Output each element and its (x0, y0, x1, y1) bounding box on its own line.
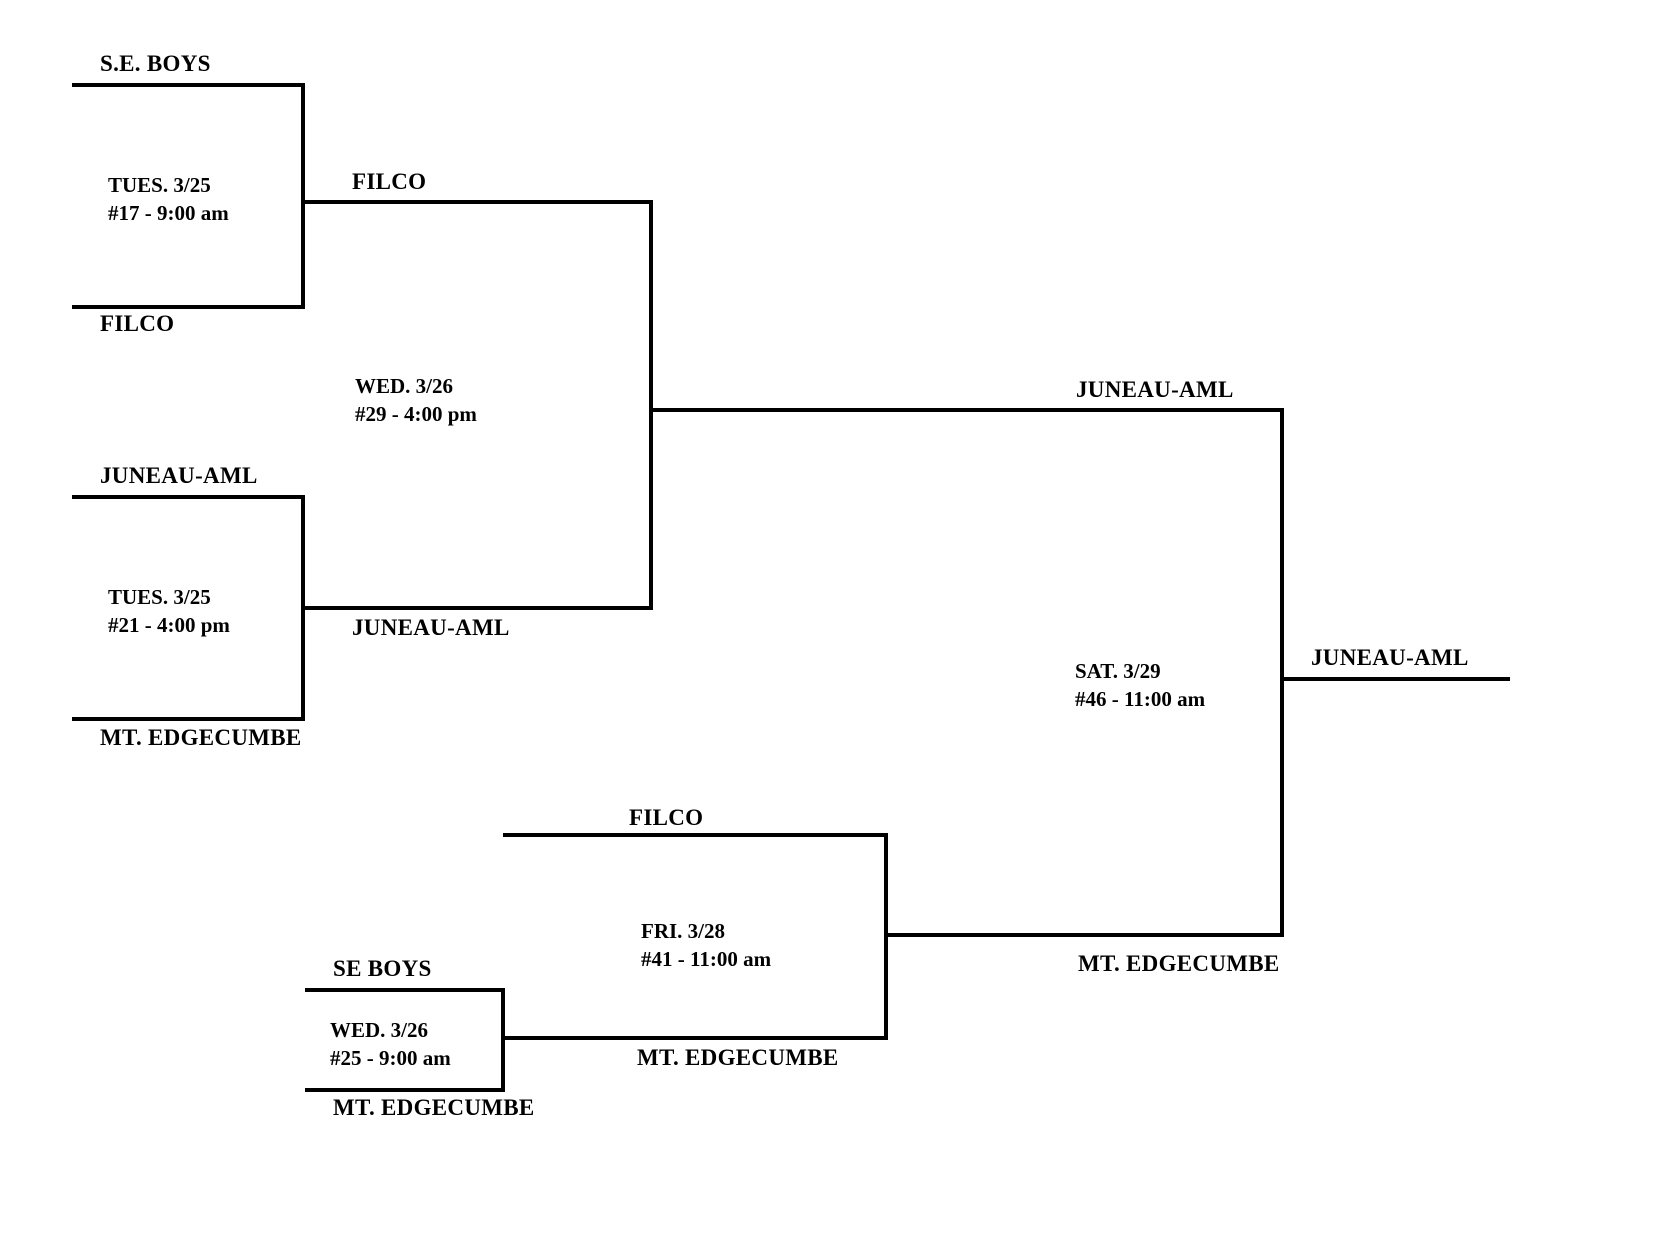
game-29-detail: #29 - 4:00 pm (355, 401, 477, 426)
team-label-game-29-bottom: JUNEAU-AML (352, 615, 510, 640)
game-41-date: FRI. 3/28 (641, 919, 725, 943)
game-17-date: TUES. 3/25 (108, 173, 211, 197)
bracket-line-game-25-top (305, 988, 505, 992)
game-info-29: WED. 3/26 #29 - 4:00 pm (355, 373, 477, 428)
bracket-line-game-29-top (303, 200, 653, 204)
game-25-detail: #25 - 9:00 am (330, 1045, 451, 1070)
bracket-line-game-29-bottom (303, 606, 653, 610)
game-46-date: SAT. 3/29 (1075, 659, 1161, 683)
game-21-detail: #21 - 4:00 pm (108, 612, 230, 637)
game-29-date: WED. 3/26 (355, 374, 454, 398)
team-label-game-17-top: S.E. BOYS (100, 51, 211, 76)
game-info-46: SAT. 3/29 #46 - 11:00 am (1075, 658, 1205, 713)
team-label-game-25-bottom: MT. EDGECUMBE (333, 1095, 535, 1120)
bracket-connector-game-17 (301, 83, 305, 309)
team-label-game-21-bottom: MT. EDGECUMBE (100, 725, 302, 750)
bracket-line-game-46-bottom (886, 933, 1284, 937)
game-info-21: TUES. 3/25 #21 - 4:00 pm (108, 584, 230, 639)
bracket-line-game-21-bottom (72, 717, 305, 721)
bracket-line-game-25-bottom (305, 1088, 505, 1092)
game-info-25: WED. 3/26 #25 - 9:00 am (330, 1017, 451, 1072)
bracket-line-game-41-bottom (503, 1036, 888, 1040)
champion-label: JUNEAU-AML (1311, 645, 1469, 670)
team-label-game-46-bottom: MT. EDGECUMBE (1078, 951, 1280, 976)
team-label-game-41-top: FILCO (629, 805, 704, 830)
bracket-line-game-46-top (651, 408, 1284, 412)
bracket-line-game-41-top (503, 833, 888, 837)
bracket-connector-game-29 (649, 200, 653, 610)
team-label-game-41-bottom: MT. EDGECUMBE (637, 1045, 839, 1070)
game-17-detail: #17 - 9:00 am (108, 200, 229, 225)
game-41-detail: #41 - 11:00 am (641, 946, 772, 971)
team-label-game-46-top: JUNEAU-AML (1076, 377, 1234, 402)
team-label-game-25-top: SE BOYS (333, 956, 432, 981)
bracket-line-game-17-top (72, 83, 305, 87)
bracket-connector-game-46 (1280, 408, 1284, 937)
game-46-detail: #46 - 11:00 am (1075, 686, 1206, 711)
game-info-41: FRI. 3/28 #41 - 11:00 am (641, 918, 771, 973)
game-25-date: WED. 3/26 (330, 1018, 429, 1042)
team-label-game-21-top: JUNEAU-AML (100, 463, 258, 488)
bracket-line-game-21-top (72, 495, 305, 499)
bracket-line-game-17-bottom (72, 305, 305, 309)
bracket-line-champion (1282, 677, 1510, 681)
game-21-date: TUES. 3/25 (108, 585, 211, 609)
team-label-game-29-top: FILCO (352, 169, 427, 194)
game-info-17: TUES. 3/25 #17 - 9:00 am (108, 172, 229, 227)
team-label-game-17-bottom: FILCO (100, 311, 175, 336)
bracket-connector-game-25 (501, 988, 505, 1092)
